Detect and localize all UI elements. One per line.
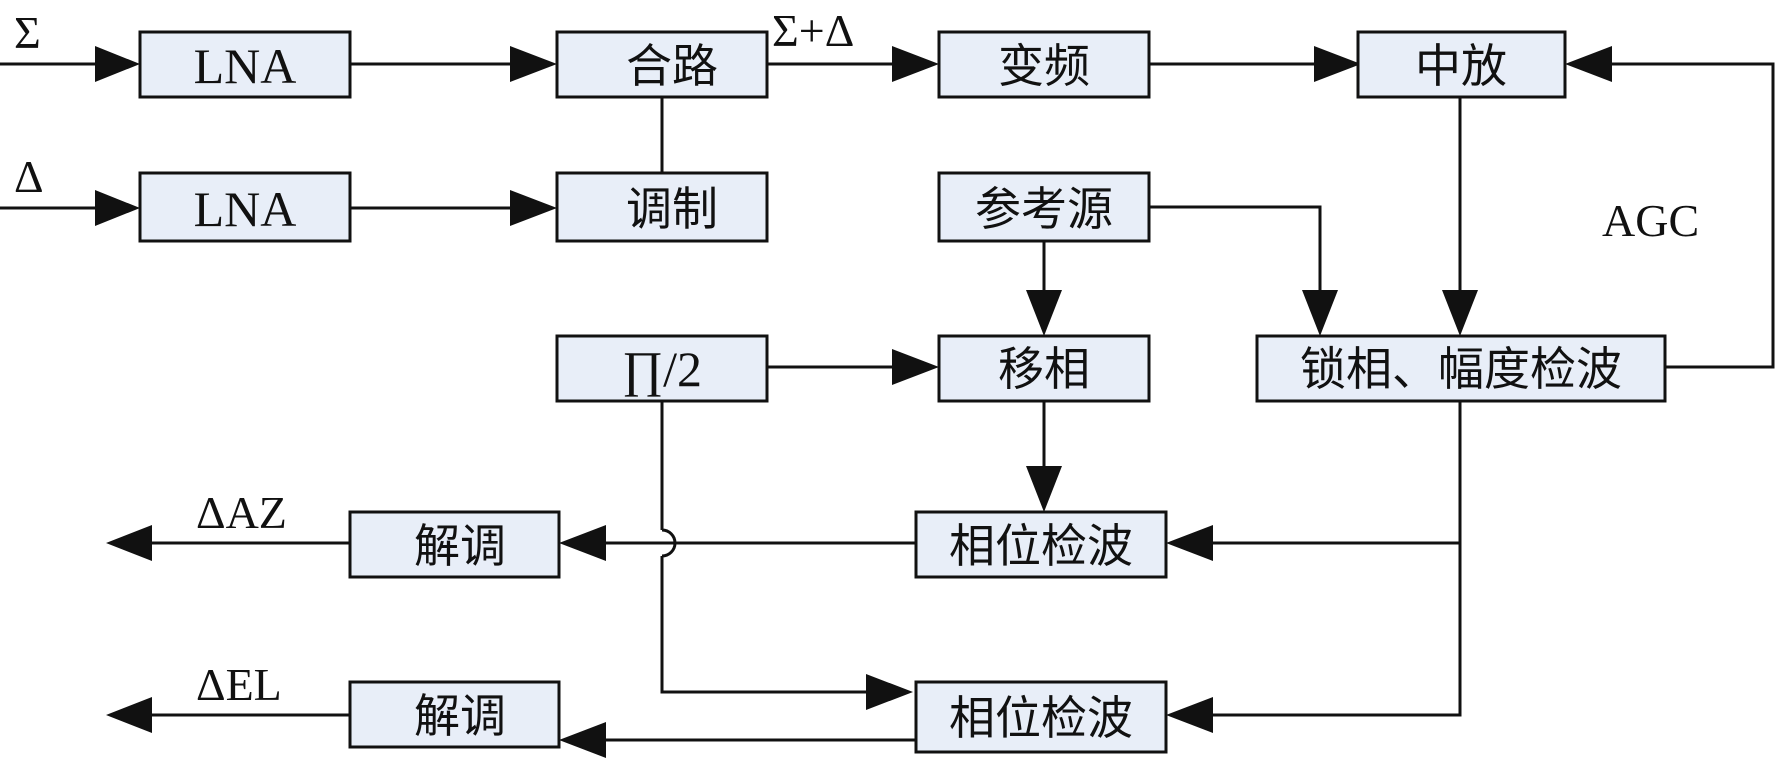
arrow-det-into-demod-az — [559, 525, 606, 561]
arrow-pll-into-det-az — [1166, 525, 1213, 561]
block-pll-detector-label: 锁相、幅度检波 — [1300, 342, 1622, 396]
arrow-det-into-demod-el — [559, 722, 606, 758]
arrow-pll-into-det-el — [1166, 697, 1213, 733]
arrow-reference-into-pll — [1302, 290, 1338, 336]
arrow-phase-shift-into-det-az — [1026, 466, 1062, 512]
block-mixer: 变频 — [937, 30, 1151, 99]
block-demod-az: 解调 — [348, 510, 561, 579]
block-lna-sum: LNA — [138, 30, 352, 99]
arrowheads — [95, 46, 1612, 758]
block-lna-sum-label: LNA — [194, 38, 297, 94]
block-phase-det-el: 相位检波 — [914, 680, 1168, 754]
arrow-pihalf-into-det-el — [866, 674, 913, 710]
arrow-agc-into-ifamp — [1565, 46, 1612, 82]
wire-agc-loop — [1602, 62, 1775, 369]
block-pll-detector: 锁相、幅度检波 — [1255, 334, 1667, 403]
block-modulator-label: 调制 — [626, 182, 718, 236]
block-demod-az-label: 解调 — [414, 519, 506, 573]
signal-delta-el: ΔEL — [196, 659, 282, 710]
block-phase-shift-label: 移相 — [998, 342, 1090, 396]
signal-delta-az: ΔAZ — [196, 487, 287, 538]
block-phase-det-az: 相位检波 — [914, 510, 1168, 579]
block-lna-delta: LNA — [138, 171, 352, 243]
block-phase-det-el-label: 相位检波 — [949, 691, 1133, 745]
wire-pihalf-det-el-lower — [660, 556, 867, 694]
arrow-reference-into-phase-shift — [1026, 290, 1062, 336]
block-if-amp-label: 中放 — [1415, 39, 1507, 93]
arrow-into-combiner — [510, 46, 557, 82]
signal-sum-plus-delta: Σ+Δ — [772, 5, 854, 56]
block-combiner: 合路 — [555, 30, 769, 99]
block-modulator: 调制 — [555, 171, 769, 243]
block-phase-det-az-label: 相位检波 — [949, 519, 1133, 573]
arrow-into-mixer — [892, 46, 939, 82]
arrow-into-lna-delta — [95, 190, 140, 226]
signal-sum-in: Σ — [14, 7, 41, 58]
block-pi-half-label: ∏/2 — [622, 341, 702, 397]
block-demod-el: 解调 — [348, 680, 561, 749]
block-pi-half: ∏/2 — [555, 334, 769, 403]
connections — [0, 62, 1775, 742]
arrow-pihalf-into-phase-shift — [892, 349, 939, 385]
arrow-out-az — [106, 525, 152, 561]
block-if-amp: 中放 — [1356, 30, 1567, 99]
signal-agc: AGC — [1602, 195, 1699, 246]
wire-reference-pll — [1150, 205, 1322, 304]
block-lna-delta-label: LNA — [194, 181, 297, 237]
arrow-into-modulator — [510, 190, 557, 226]
arrow-into-lna-sum — [95, 46, 140, 82]
block-reference-label: 参考源 — [975, 182, 1113, 236]
signal-delta-in: Δ — [14, 151, 44, 202]
block-combiner-label: 合路 — [626, 39, 718, 93]
arrow-into-ifamp — [1314, 46, 1361, 82]
block-demod-el-label: 解调 — [414, 689, 506, 743]
arrow-out-el — [106, 697, 152, 733]
block-phase-shift: 移相 — [937, 334, 1151, 403]
block-mixer-label: 变频 — [998, 39, 1090, 93]
arrow-ifamp-into-pll — [1442, 290, 1478, 336]
block-reference: 参考源 — [937, 171, 1151, 243]
wire-pll-det-bus — [1205, 401, 1462, 717]
